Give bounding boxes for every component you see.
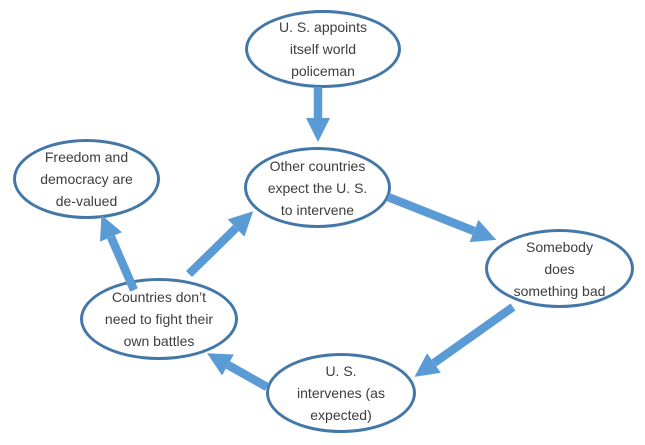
node-freedom-devalued: Freedom and democracy are de-valued [13, 139, 160, 219]
label-line: own battles [123, 333, 195, 349]
edge-expect-to-somebody [386, 193, 497, 243]
node-somebody-does-bad: Somebody does something bad [485, 229, 634, 308]
node-other-countries-expect: Other countries expect the U. S. to inte… [244, 147, 391, 228]
label-line: U. S. [325, 363, 357, 379]
node-us-intervenes: U. S. intervenes (as expected) [266, 353, 416, 433]
edge-intervenes-to-countries [207, 353, 270, 391]
label-line: expect the U. S. [267, 179, 368, 196]
label-line: to intervene [280, 201, 355, 218]
node-label: Somebody does something bad [514, 236, 606, 302]
label-line: Countries don’t [111, 289, 207, 305]
label-line: Freedom and [44, 149, 129, 165]
label-line: Other countries [269, 157, 366, 174]
edge-countries-to-expect [186, 211, 254, 278]
node-us-appoints-policeman: U. S. appoints itself world policeman [245, 10, 401, 88]
node-countries-dont-fight: Countries don’t need to fight their own … [80, 278, 238, 360]
label-line: Somebody [526, 238, 593, 255]
node-label: Other countries expect the U. S. to inte… [268, 155, 368, 221]
edge-somebody-to-intervenes [414, 303, 516, 377]
label-line: does [544, 260, 575, 277]
node-label: U. S. appoints itself world policeman [279, 16, 367, 82]
label-line: itself world [289, 41, 357, 57]
label-line: something bad [513, 282, 606, 299]
node-label: Freedom and democracy are de-valued [40, 146, 133, 212]
label-line: democracy are [40, 171, 133, 187]
label-line: expected) [310, 407, 372, 423]
label-line: policeman [291, 63, 355, 79]
label-line: intervenes (as [297, 385, 385, 401]
node-label: Countries don’t need to fight their own … [105, 286, 213, 352]
label-line: de-valued [55, 193, 118, 209]
label-line: need to fight their [104, 311, 214, 327]
label-line: U. S. appoints [279, 19, 367, 35]
node-label: U. S. intervenes (as expected) [297, 360, 385, 426]
